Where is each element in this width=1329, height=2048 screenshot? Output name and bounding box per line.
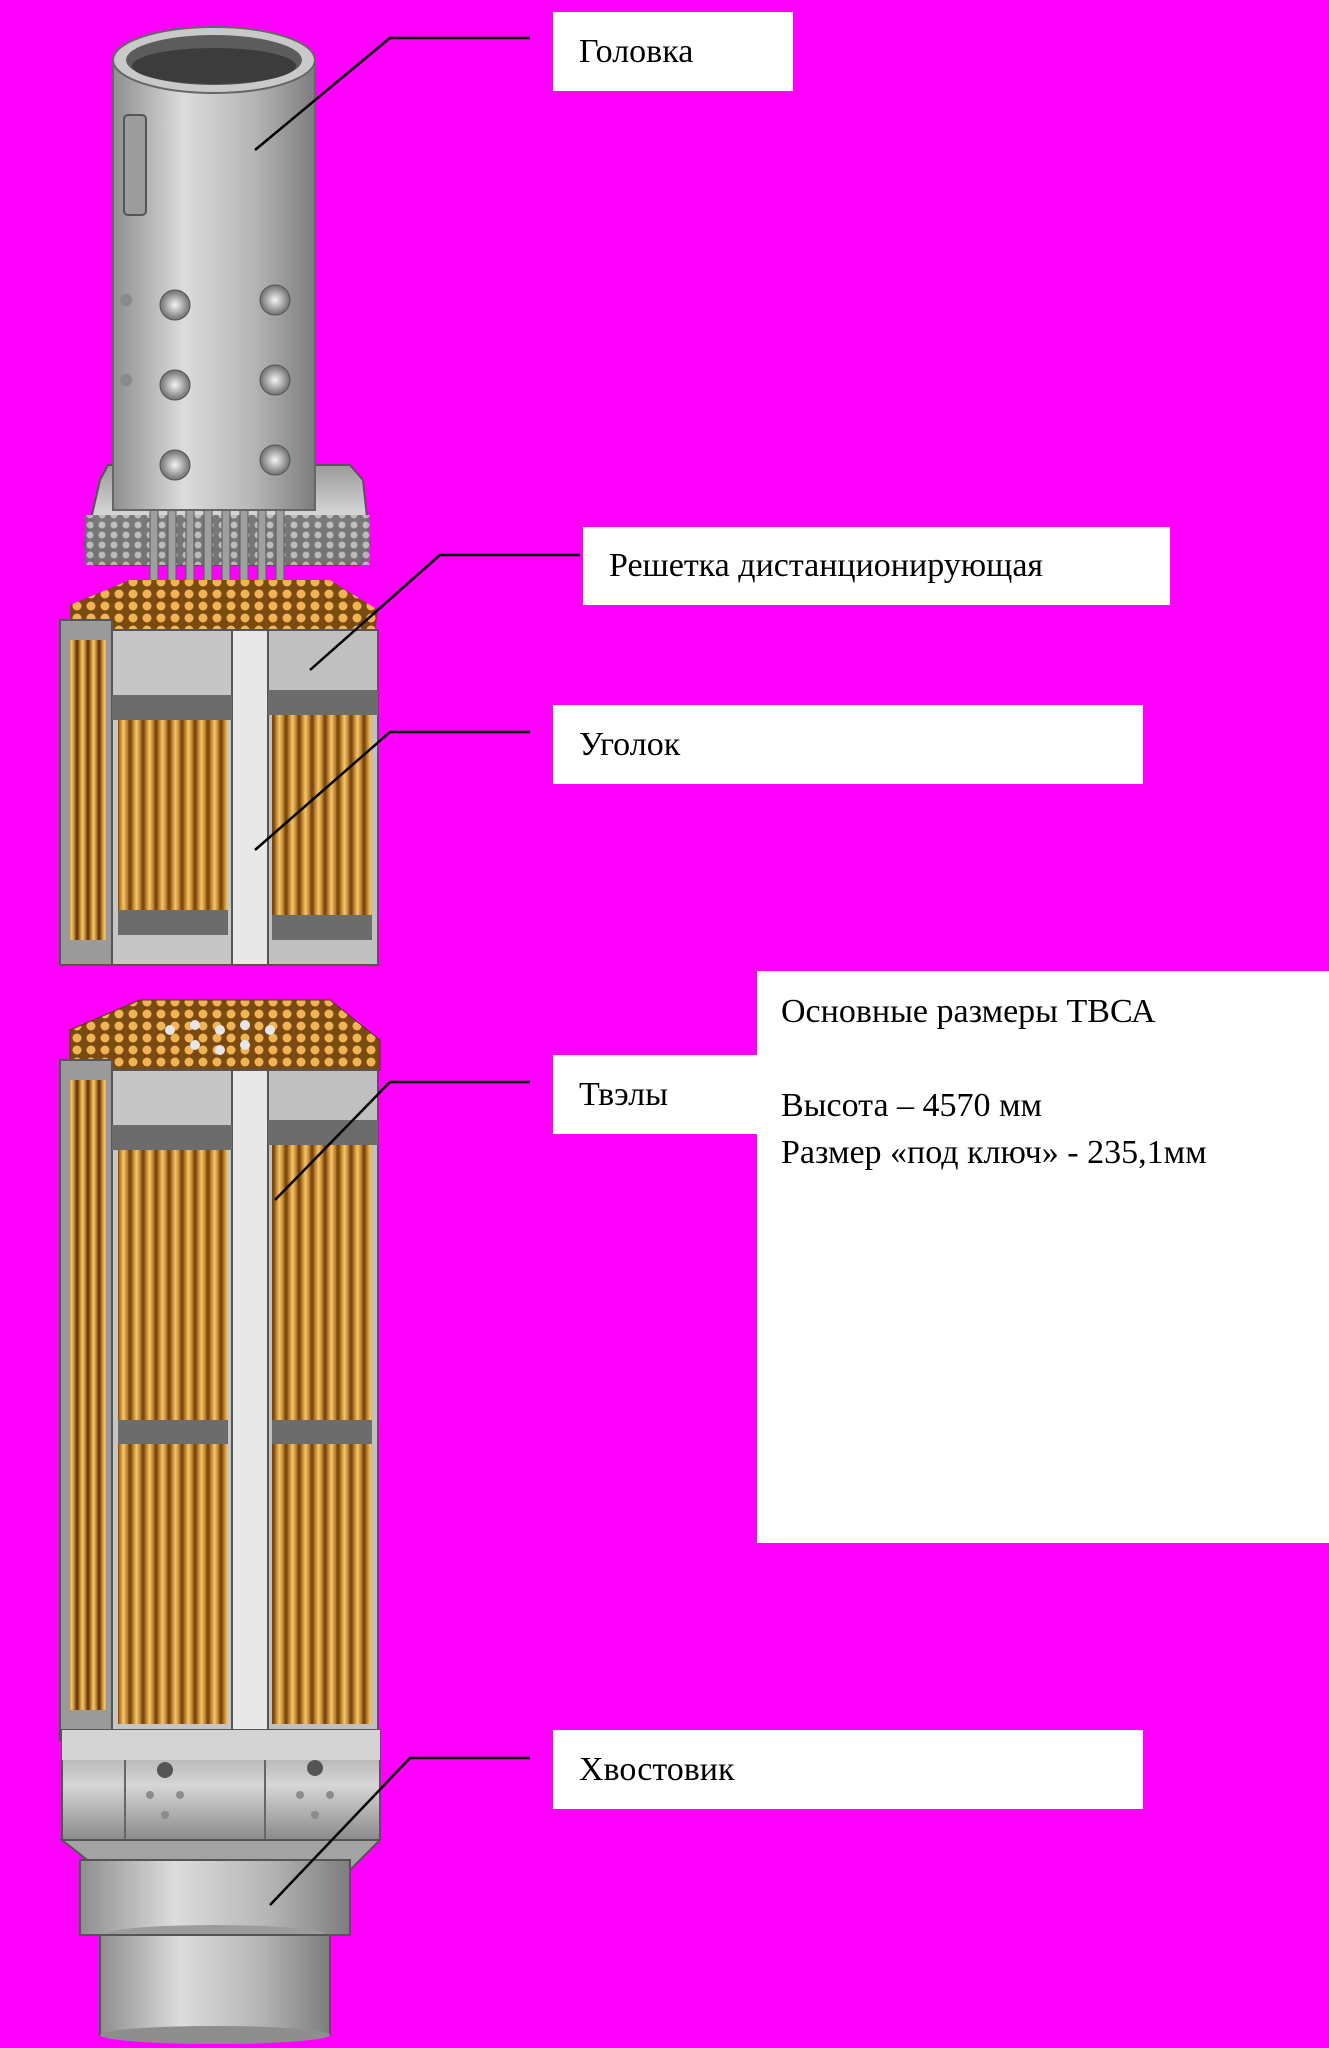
label-head-text: Головка (579, 32, 694, 70)
label-fuel-rods: Твэлы (553, 1055, 758, 1134)
leader-line-corner (254, 730, 530, 851)
label-head: Головка (553, 12, 793, 91)
dimensions-info-box: Основные размеры ТВСА Высота – 4570 мм Р… (757, 971, 1329, 1543)
dimension-flat-size: Размер «под ключ» - 235,1мм (781, 1133, 1207, 1171)
label-tail: Хвостовик (553, 1730, 1143, 1809)
leader-line-head (254, 36, 530, 151)
label-spacer-grid: Решетка дистанционирующая (583, 527, 1170, 605)
leader-line-tail (269, 1756, 530, 1906)
label-fuel-rods-text: Твэлы (579, 1075, 668, 1113)
label-corner: Уголок (553, 705, 1143, 784)
dimensions-title: Основные размеры ТВСА (781, 993, 1156, 1030)
head-nozzle (83, 26, 372, 601)
label-spacer-grid-text: Решетка дистанционирующая (609, 547, 1044, 584)
label-tail-text: Хвостовик (579, 1750, 735, 1788)
leader-line-rods (274, 1080, 530, 1201)
label-corner-text: Уголок (579, 725, 681, 763)
upper-bundle-segment (59, 580, 379, 966)
tail-nozzle (59, 1729, 383, 2044)
dimension-height: Высота – 4570 мм (781, 1086, 1043, 1124)
lower-bundle-segment (59, 999, 381, 1741)
leader-line-grid (309, 553, 580, 671)
